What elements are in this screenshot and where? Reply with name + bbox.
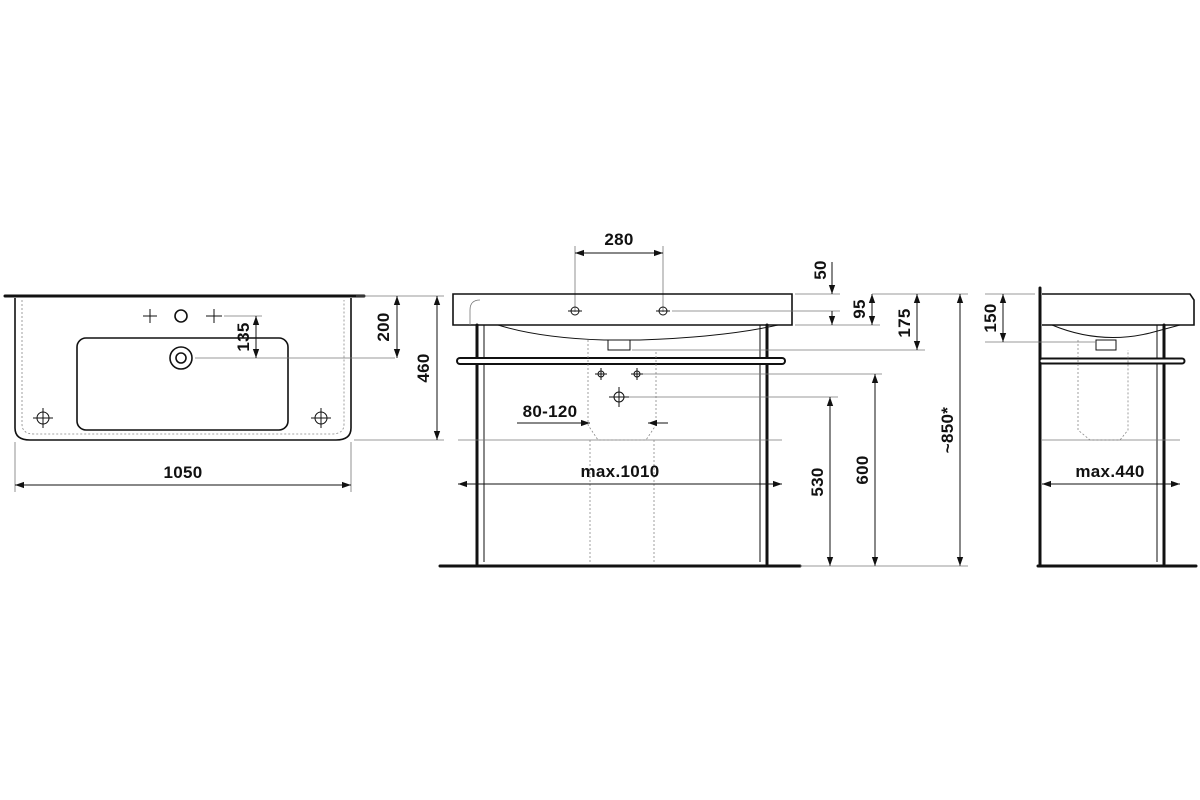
tap-hole-icon bbox=[174, 309, 188, 323]
top-view: 135 200 460 1050 bbox=[3, 294, 444, 492]
tap-hole-height-label: 95 bbox=[850, 299, 869, 319]
fixing-point-left-icon bbox=[33, 408, 53, 428]
tap-top-offset-label: 50 bbox=[811, 260, 830, 280]
side-siphon-outline bbox=[1077, 340, 1129, 441]
waste-outlet-icon bbox=[607, 339, 631, 351]
fixing-point-right-icon bbox=[311, 408, 331, 428]
tap-hole-left-marker bbox=[143, 309, 157, 323]
waste-centre-icon bbox=[609, 387, 629, 407]
tap-hole-offset-label: 135 bbox=[234, 322, 253, 351]
basin-bowl bbox=[76, 337, 289, 431]
bowl-depth-label: 175 bbox=[895, 308, 914, 337]
front-view: 280 bbox=[438, 230, 968, 568]
fixing-point-b-icon bbox=[631, 368, 643, 380]
depth-label: 460 bbox=[414, 353, 433, 382]
waste-height-label: 600 bbox=[853, 455, 872, 484]
max-width-label: max.1010 bbox=[581, 462, 660, 481]
side-bowl-curve bbox=[1051, 324, 1181, 338]
side-view: 150 max.440 bbox=[981, 286, 1198, 568]
front-tap-hole-right-icon bbox=[656, 306, 670, 316]
siphon-outline bbox=[587, 340, 657, 441]
front-tap-hole-left-icon bbox=[568, 306, 582, 316]
total-height-label: ~850* bbox=[938, 407, 957, 453]
max-depth-label: max.440 bbox=[1075, 462, 1144, 481]
fixing-point-a-icon bbox=[595, 368, 607, 380]
rim-height-label: 150 bbox=[981, 303, 1000, 332]
width-label: 1050 bbox=[163, 463, 202, 482]
tap-hole-right-marker bbox=[206, 309, 222, 323]
tap-spacing-label: 280 bbox=[604, 230, 633, 249]
basin-outline bbox=[14, 298, 352, 441]
overflow-icon bbox=[169, 346, 193, 370]
side-basin-outline bbox=[1042, 293, 1195, 326]
front-bowl-curve bbox=[497, 324, 779, 341]
basin-inner-contour bbox=[21, 300, 345, 435]
trap-height-label: 530 bbox=[808, 467, 827, 496]
front-basin-outline bbox=[452, 293, 793, 326]
fixing-spacing-label: 80-120 bbox=[523, 402, 578, 421]
side-waste-icon bbox=[1095, 339, 1117, 351]
overflow-offset-label: 200 bbox=[374, 312, 393, 341]
